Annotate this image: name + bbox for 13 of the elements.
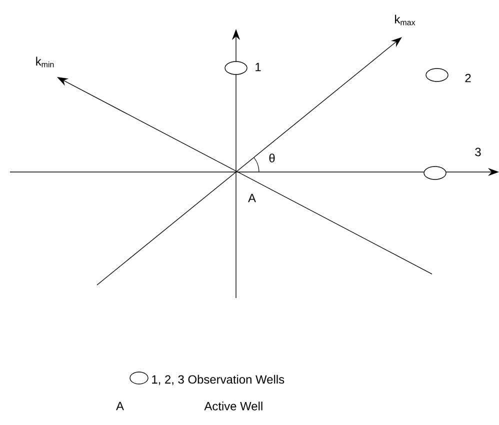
angle-label: θ xyxy=(269,154,275,162)
legend-text: Active Well xyxy=(204,402,262,410)
well-number: 3 xyxy=(475,148,481,156)
well-symbol xyxy=(426,68,448,82)
well-number: 1 xyxy=(256,62,261,72)
well-label: A xyxy=(248,194,256,202)
axis-label: k$_{min}$ xyxy=(36,56,54,68)
well-symbol xyxy=(424,166,446,180)
legend-text: 1, 2, 3 Observation Wells xyxy=(152,374,284,386)
well-symbol xyxy=(224,61,248,75)
legend-symbol: A xyxy=(116,402,124,410)
axis-label: k$_{max}$ xyxy=(395,14,416,26)
well-number: 2 xyxy=(465,74,471,82)
